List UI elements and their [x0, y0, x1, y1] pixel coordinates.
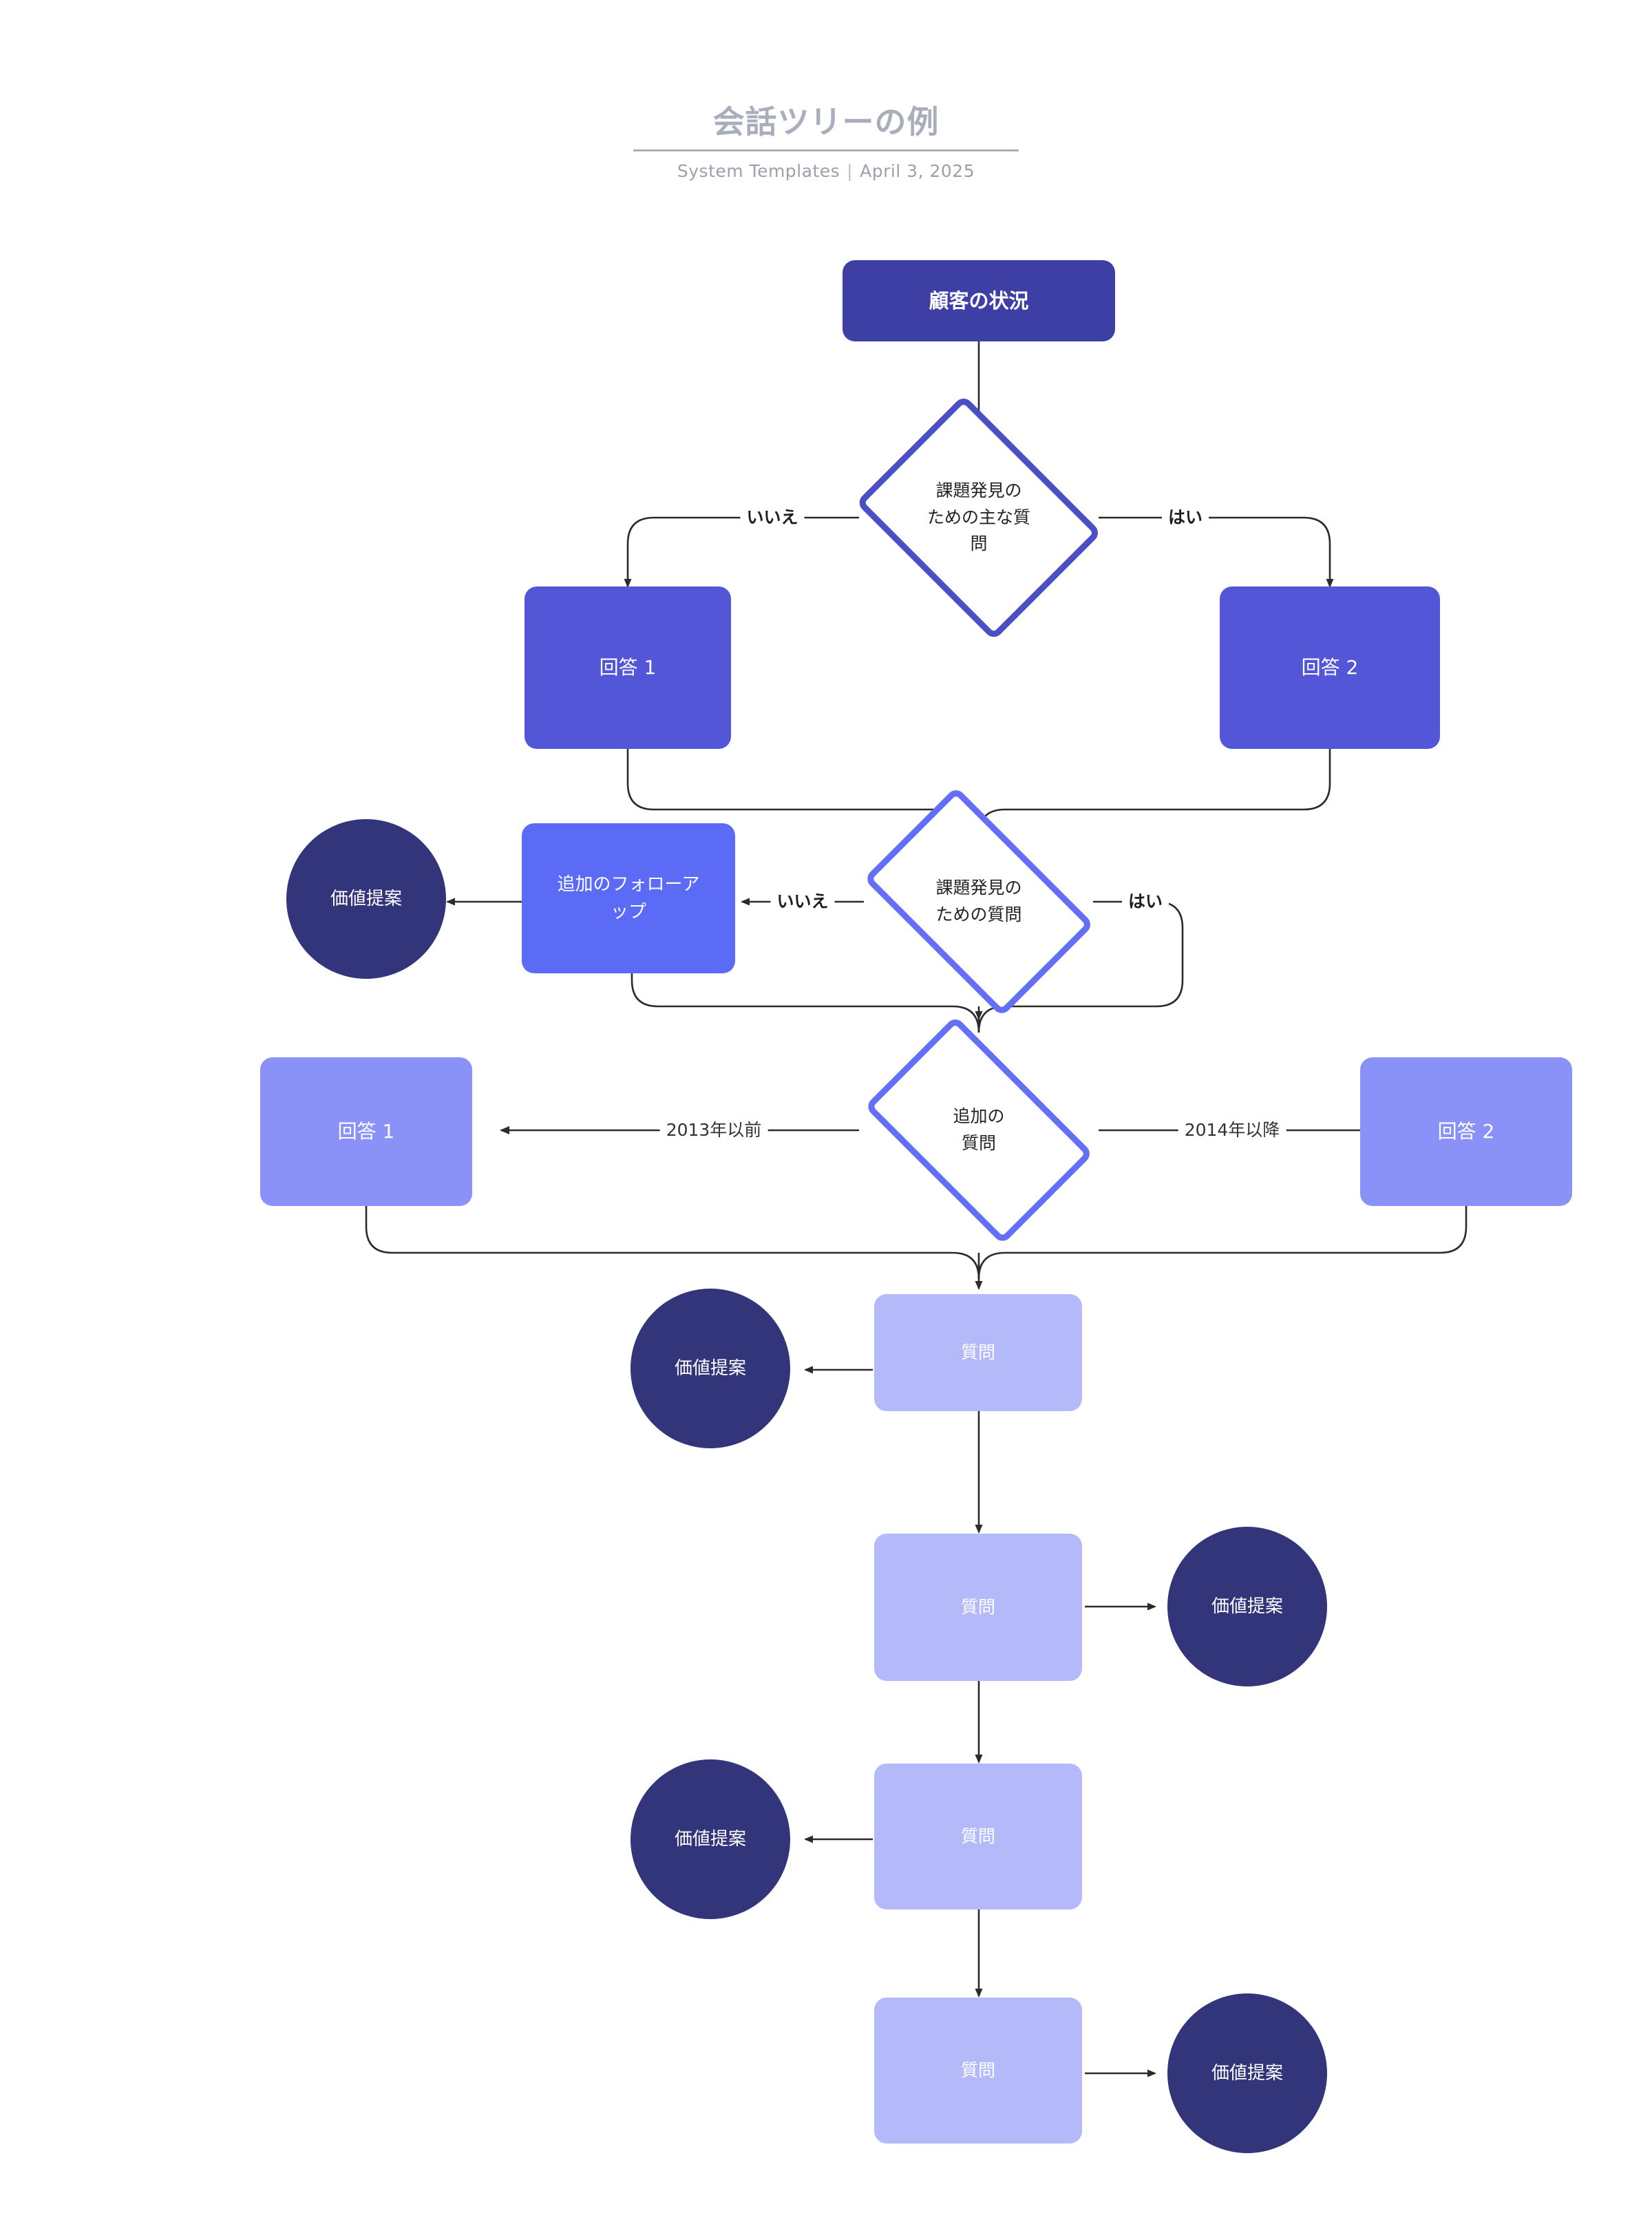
- node-label: 質問: [960, 1342, 995, 1362]
- node-label: 価値提案: [674, 1357, 746, 1379]
- node-decision-primary-discovery-question[interactable]: 課題発見の ための主な質 問: [841, 394, 1116, 641]
- edge-label-decision2-yes: はい: [1121, 887, 1169, 914]
- node-label: 質問: [960, 2060, 995, 2080]
- edge-label-decision1-yes: はい: [1161, 502, 1209, 530]
- page-title: 会話ツリーの例: [712, 103, 940, 140]
- node-label: 課題発見の ための主な質 問: [926, 480, 1030, 554]
- page-header: 会話ツリーの例 System Templates | April 3, 2025: [0, 103, 1652, 181]
- edge-label-decision3-right: 2014年以降: [1178, 1115, 1286, 1143]
- node-customer-situation[interactable]: 顧客の状況: [843, 260, 1115, 341]
- node-value-proposition-4[interactable]: 価値提案: [631, 1759, 790, 1919]
- node-label: 追加の 質問: [953, 1106, 1005, 1153]
- node-label: 回答 1: [337, 1120, 395, 1143]
- title-divider: [633, 149, 1019, 152]
- node-answer-1-row-b[interactable]: 回答 1: [260, 1057, 472, 1206]
- node-label: 課題発見の ための質問: [935, 878, 1022, 924]
- subtitle-source: System Templates: [677, 161, 840, 182]
- node-decision-additional-question[interactable]: 追加の 質問: [841, 1015, 1116, 1245]
- node-answer-2-row-a[interactable]: 回答 2: [1220, 586, 1440, 749]
- node-value-proposition-3[interactable]: 価値提案: [1167, 1527, 1327, 1686]
- subtitle-separator: |: [847, 161, 854, 182]
- edge-label-decision2-no: いいえ: [770, 887, 835, 914]
- edge-label-decision1-no: いいえ: [740, 502, 805, 530]
- node-additional-followup[interactable]: 追加のフォローア ップ: [522, 823, 735, 973]
- page-subtitle: System Templates | April 3, 2025: [0, 161, 1652, 181]
- node-decision-discovery-question[interactable]: 課題発見の ための質問: [841, 786, 1116, 1017]
- node-question-4[interactable]: 質問: [874, 1998, 1082, 2144]
- node-label: 質問: [960, 1596, 995, 1617]
- node-question-3[interactable]: 質問: [874, 1764, 1082, 1909]
- node-label: 価値提案: [330, 888, 402, 909]
- node-answer-1-row-a[interactable]: 回答 1: [525, 586, 731, 749]
- edge-label-decision3-left: 2013年以前: [659, 1115, 768, 1143]
- node-label: 回答 2: [1437, 1120, 1495, 1143]
- node-label: 顧客の状況: [929, 288, 1029, 313]
- node-value-proposition-2[interactable]: 価値提案: [631, 1289, 790, 1448]
- node-question-2[interactable]: 質問: [874, 1534, 1082, 1681]
- node-answer-2-row-b[interactable]: 回答 2: [1360, 1057, 1572, 1206]
- node-value-proposition-1[interactable]: 価値提案: [286, 819, 446, 979]
- node-label: 価値提案: [1211, 2062, 1283, 2084]
- node-label: 質問: [960, 1825, 995, 1846]
- node-label: 価値提案: [1211, 1596, 1283, 1617]
- subtitle-date: April 3, 2025: [860, 161, 975, 182]
- node-label: 回答 1: [599, 656, 657, 679]
- node-label: 追加のフォローア ップ: [557, 874, 700, 922]
- node-label: 価値提案: [674, 1828, 746, 1850]
- node-label: 回答 2: [1301, 656, 1359, 679]
- node-question-1[interactable]: 質問: [874, 1294, 1082, 1411]
- node-value-proposition-5[interactable]: 価値提案: [1167, 1993, 1327, 2153]
- edge-decision1-yes: [1099, 516, 1334, 588]
